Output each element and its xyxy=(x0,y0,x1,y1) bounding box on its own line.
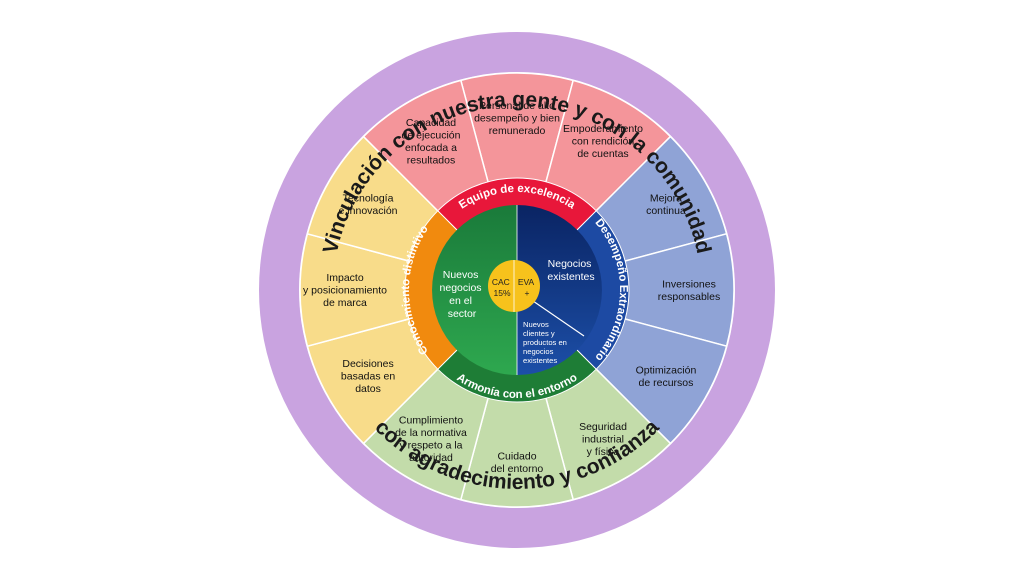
segment-label-line: de ejecución xyxy=(402,129,461,141)
center-right-label: Negocios existentes xyxy=(547,258,594,283)
segment-label-line: de recursos xyxy=(639,377,694,389)
segment-label-line: Seguridad xyxy=(579,421,627,433)
segment-label-line: Mejora xyxy=(650,192,682,204)
center-small-line: existentes xyxy=(523,356,557,365)
segment-label-line: autoridad xyxy=(409,452,453,464)
segment-label-line: Decisiones xyxy=(342,358,393,370)
segment-label-line: de cuentas xyxy=(577,148,628,160)
center-small-line: clientes y xyxy=(523,329,555,338)
segment-label-line: remunerado xyxy=(489,125,546,137)
center-left-half xyxy=(432,205,517,375)
segment-label-line: resultados xyxy=(407,154,455,166)
segment-label-line: y física xyxy=(587,446,620,458)
segment-label-line: Capacidad xyxy=(406,117,456,129)
center-right-half xyxy=(517,205,602,375)
center-left-line: negocios xyxy=(440,282,482,294)
segment-label-line: con rendición xyxy=(572,136,635,148)
center-right-line: Negocios xyxy=(548,258,592,270)
segment-label-line: y respeto a la xyxy=(399,440,462,452)
center-left-line: Nuevos xyxy=(443,269,479,281)
segment-label-line: desempeño y bien xyxy=(474,113,560,125)
segment-label-line: industrial xyxy=(582,433,624,445)
segment-label-line: Tecnología xyxy=(343,192,394,204)
segment-label-line: Optimización xyxy=(636,364,697,376)
center-small-line: productos en xyxy=(523,338,567,347)
segment-label-line: continua xyxy=(646,205,686,217)
segment-label-line: de marca xyxy=(323,297,367,309)
segment-label-line: de la normativa xyxy=(395,427,467,439)
segment-label-line: enfocada a xyxy=(405,142,457,154)
center-small-label: Nuevos clientes y productos en negocios … xyxy=(523,320,569,365)
segment-label-line: datos xyxy=(355,383,381,395)
center-left-line: en el xyxy=(449,295,472,307)
center-disc: Nuevos negocios en el sector Negocios ex… xyxy=(432,205,602,375)
core-right-label: EVA + xyxy=(518,277,536,298)
segment-label-line: responsables xyxy=(658,291,720,303)
segment-label-line: Empoderamiento xyxy=(563,123,643,135)
segment-label-line: Personal de alto xyxy=(479,100,555,112)
core-left-line: 15% xyxy=(493,288,510,298)
segment-label-line: basadas en xyxy=(341,371,395,383)
segment-label-line: Cuidado xyxy=(497,450,536,462)
segment-label-line: y posicionamiento xyxy=(303,285,387,297)
center-small-line: negocios xyxy=(523,347,554,356)
segment-label-line: e innovación xyxy=(339,205,398,217)
core-left-label: CAC 15% xyxy=(492,277,512,298)
center-right-line: existentes xyxy=(547,271,594,283)
core-left-line: CAC xyxy=(492,277,510,287)
segment-label-line: Inversiones xyxy=(662,278,716,290)
center-left-line: sector xyxy=(448,308,477,320)
center-left-label: Nuevos negocios en el sector xyxy=(440,269,485,320)
mid-rings xyxy=(404,177,630,403)
core-right-line: + xyxy=(525,288,530,298)
segment-label-line: Impacto xyxy=(326,272,364,284)
center-small-line: Nuevos xyxy=(523,320,549,329)
segment-label-line: Cumplimiento xyxy=(399,415,463,427)
segment-label-line: del entorno xyxy=(491,463,544,475)
core-right-line: EVA xyxy=(518,277,535,287)
